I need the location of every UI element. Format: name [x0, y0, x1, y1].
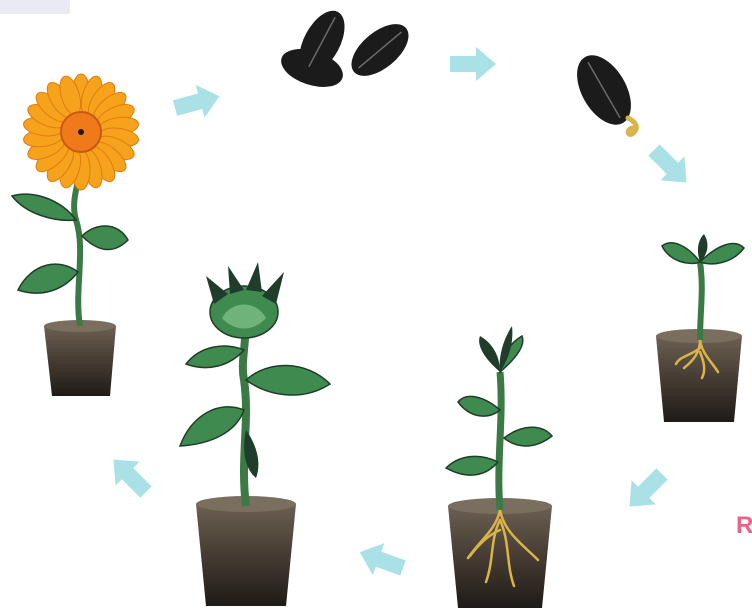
edge-label: RI: [736, 512, 752, 540]
stage-seeds: [276, 4, 417, 95]
flower-pot: [44, 320, 116, 396]
stage-budding-plant: [180, 262, 330, 606]
stage-seedling: [656, 234, 744, 422]
sprouting-root: [628, 118, 636, 134]
arrow-flower-to-seeds: [171, 80, 224, 125]
arrow-seeds-to-germinating-seed: [450, 47, 496, 81]
arrow-young-plant-to-budding-plant: [354, 536, 409, 584]
cycle-arrows: [101, 47, 698, 584]
flower-leaves: [12, 194, 128, 293]
seedling-leaves: [662, 234, 744, 264]
budding-plant-pot: [196, 504, 296, 606]
stage-young-plant: [446, 326, 552, 608]
stage-germinating-seed: [566, 46, 642, 134]
arrow-seedling-to-young-plant: [617, 462, 674, 519]
budding-plant-leaves: [180, 346, 330, 478]
sunflower-bud: [206, 262, 284, 338]
stage-flower: [12, 74, 140, 396]
arrow-budding-plant-to-flower: [101, 447, 158, 504]
arrow-germinating-seed-to-seedling: [642, 138, 699, 195]
